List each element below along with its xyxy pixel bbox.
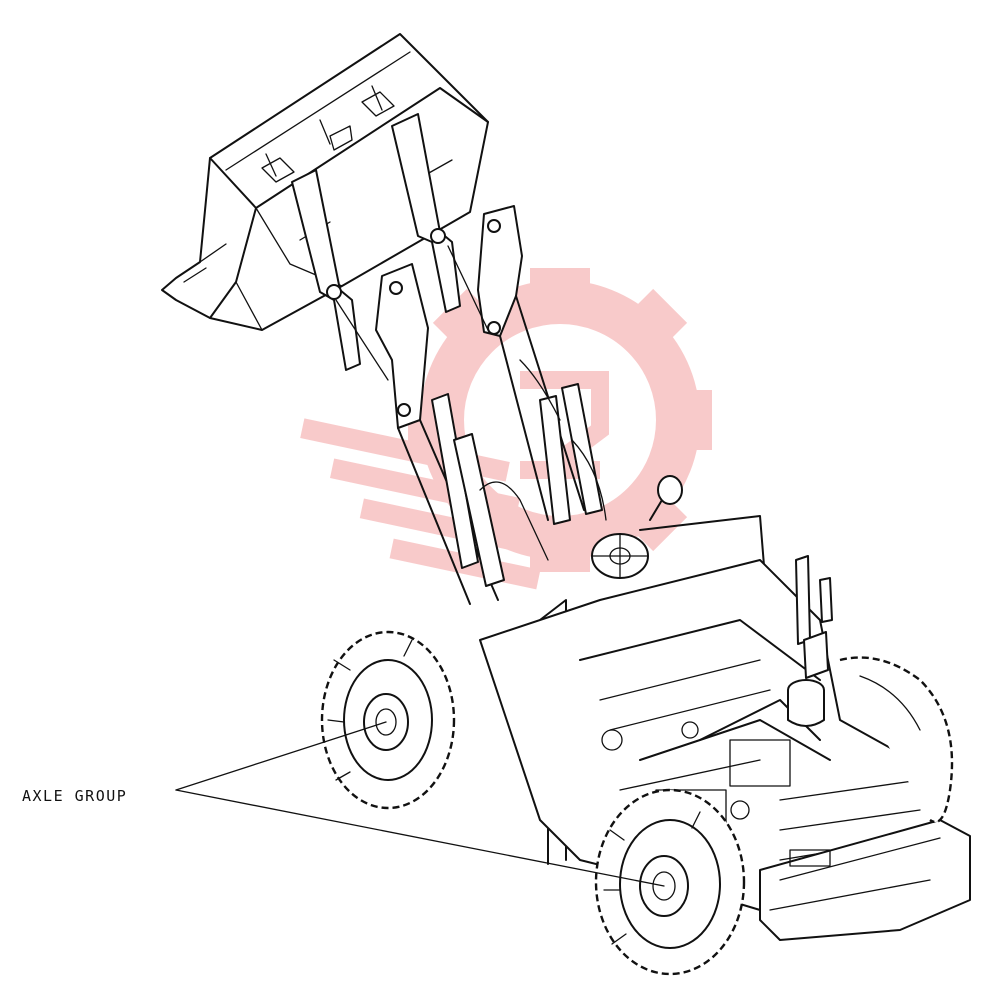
exhaust-stack bbox=[787, 555, 833, 727]
counterweight bbox=[759, 819, 971, 941]
axle-group-label: AXLE GROUP bbox=[22, 787, 128, 805]
rear-right-wheel bbox=[839, 656, 954, 824]
front-left-wheel bbox=[320, 630, 456, 810]
lift-arms bbox=[291, 113, 585, 605]
front-right-wheel bbox=[594, 788, 746, 976]
axle-group-leader-lines bbox=[175, 721, 665, 887]
hydraulic-cylinders bbox=[431, 359, 607, 587]
